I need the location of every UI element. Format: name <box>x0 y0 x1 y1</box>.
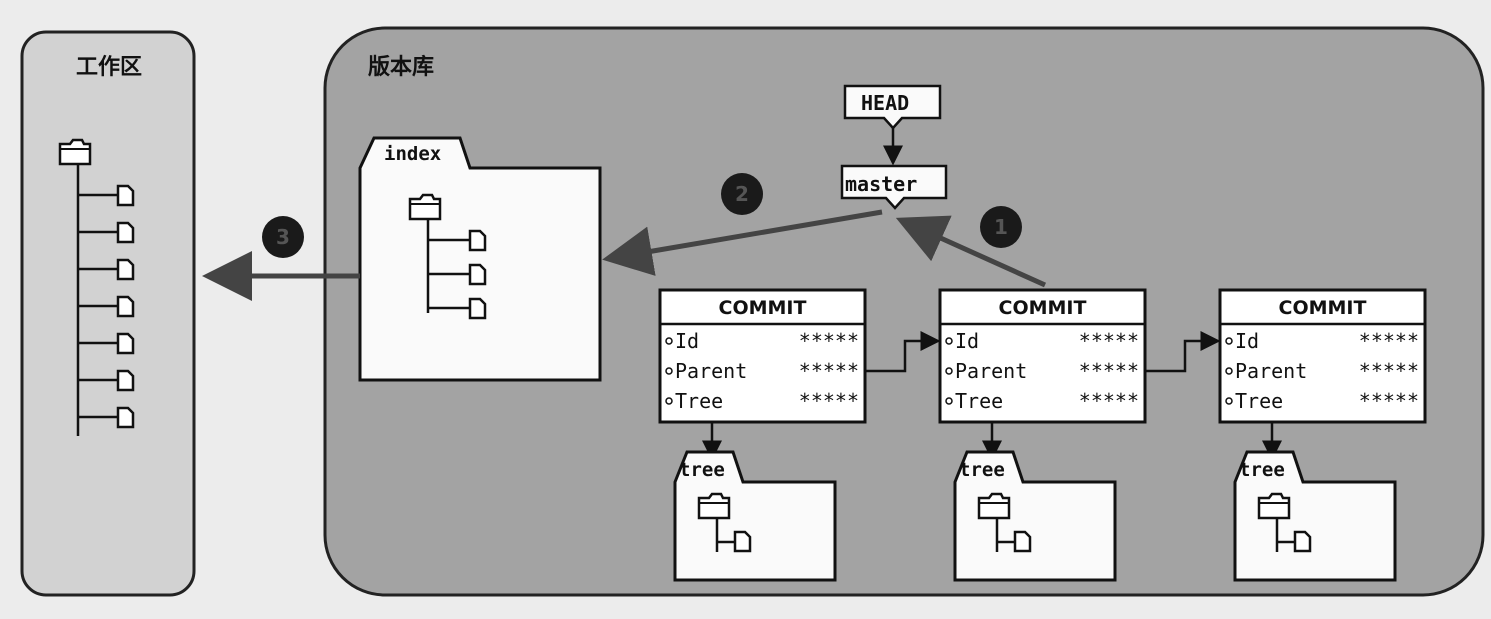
field-bullet-icon <box>945 397 953 405</box>
tree-folder-icon <box>1257 492 1291 520</box>
commit-box: COMMIT Id ***** Parent ***** Tree ***** tree <box>938 288 1147 582</box>
parent-link-arrow <box>1145 331 1221 373</box>
commit-field-value: ***** <box>799 329 859 353</box>
svg-text:1: 1 <box>994 215 1008 239</box>
commit-field-value: ***** <box>1079 329 1139 353</box>
commit-field-name: Id <box>675 329 699 353</box>
workspace-folder-icon <box>58 138 92 166</box>
parent-link-arrow <box>865 331 941 373</box>
commit-box: COMMIT Id ***** Parent ***** Tree ***** tree <box>658 288 867 582</box>
commit-field-name: Tree <box>955 389 1003 413</box>
file-icon <box>733 530 752 553</box>
head-label: HEAD <box>861 91 909 115</box>
file-icon <box>116 221 135 244</box>
step-3-marker: 3 <box>262 216 304 258</box>
master-ref: master <box>840 164 948 210</box>
tree-folder-icon <box>977 492 1011 520</box>
file-icon <box>116 295 135 318</box>
field-bullet-icon <box>1225 367 1233 375</box>
svg-text:2: 2 <box>735 182 749 206</box>
index-file-tree <box>408 193 487 320</box>
field-bullet-icon <box>945 337 953 345</box>
field-bullet-icon <box>665 367 673 375</box>
file-icon <box>116 406 135 429</box>
tree-folder-icon <box>697 492 731 520</box>
workspace-file-tree <box>58 138 135 436</box>
commit-chain: COMMITId*****Parent*****Tree*****treeCOM… <box>658 288 1427 582</box>
file-icon <box>468 297 487 320</box>
commit-field-value: ***** <box>1079 389 1139 413</box>
tree-label: tree <box>679 459 725 481</box>
tree-folder: tree <box>953 450 1117 582</box>
field-bullet-icon <box>945 367 953 375</box>
commit-box: COMMIT Id ***** Parent ***** Tree ***** tree <box>1218 288 1427 582</box>
file-icon <box>116 258 135 281</box>
index-folder: index <box>358 136 602 382</box>
step-1-marker: 1 <box>980 206 1022 248</box>
commit-field-name: Parent <box>1235 359 1307 383</box>
commit-field-name: Tree <box>675 389 723 413</box>
field-bullet-icon <box>665 337 673 345</box>
file-icon <box>116 184 135 207</box>
repository-panel: 版本库 <box>323 26 1485 597</box>
index-label: index <box>384 143 441 165</box>
tree-label: tree <box>959 459 1005 481</box>
workspace-title: 工作区 <box>76 55 142 80</box>
commit-field-value: ***** <box>1359 389 1419 413</box>
commit-field-name: Parent <box>675 359 747 383</box>
tree-label: tree <box>1239 459 1285 481</box>
step-2-marker: 2 <box>721 173 763 215</box>
commit-field-name: Tree <box>1235 389 1283 413</box>
file-icon <box>1293 530 1312 553</box>
commit-title: COMMIT <box>1279 297 1367 319</box>
commit-field-name: Id <box>955 329 979 353</box>
commit-title: COMMIT <box>999 297 1087 319</box>
commit-field-value: ***** <box>1359 359 1419 383</box>
index-folder-icon <box>408 193 442 221</box>
file-icon <box>1013 530 1032 553</box>
commit-title: COMMIT <box>719 297 807 319</box>
commit-field-value: ***** <box>1079 359 1139 383</box>
svg-text:3: 3 <box>276 225 290 249</box>
commit-field-value: ***** <box>799 359 859 383</box>
commit-field-name: Parent <box>955 359 1027 383</box>
field-bullet-icon <box>1225 337 1233 345</box>
workspace-panel: 工作区 <box>20 30 196 597</box>
field-bullet-icon <box>665 397 673 405</box>
field-bullet-icon <box>1225 397 1233 405</box>
step-2-arrow <box>602 209 883 276</box>
file-icon <box>468 263 487 286</box>
file-icon <box>116 332 135 355</box>
tree-folder: tree <box>673 450 837 582</box>
file-icon <box>116 369 135 392</box>
tree-folder: tree <box>1233 450 1397 582</box>
head-ref: HEAD <box>843 84 942 130</box>
file-icon <box>468 229 487 252</box>
master-label: master <box>845 172 917 196</box>
step-1-arrow <box>895 215 1047 288</box>
commit-field-value: ***** <box>799 389 859 413</box>
commit-field-name: Id <box>1235 329 1259 353</box>
repository-title: 版本库 <box>368 55 434 80</box>
commit-field-value: ***** <box>1359 329 1419 353</box>
